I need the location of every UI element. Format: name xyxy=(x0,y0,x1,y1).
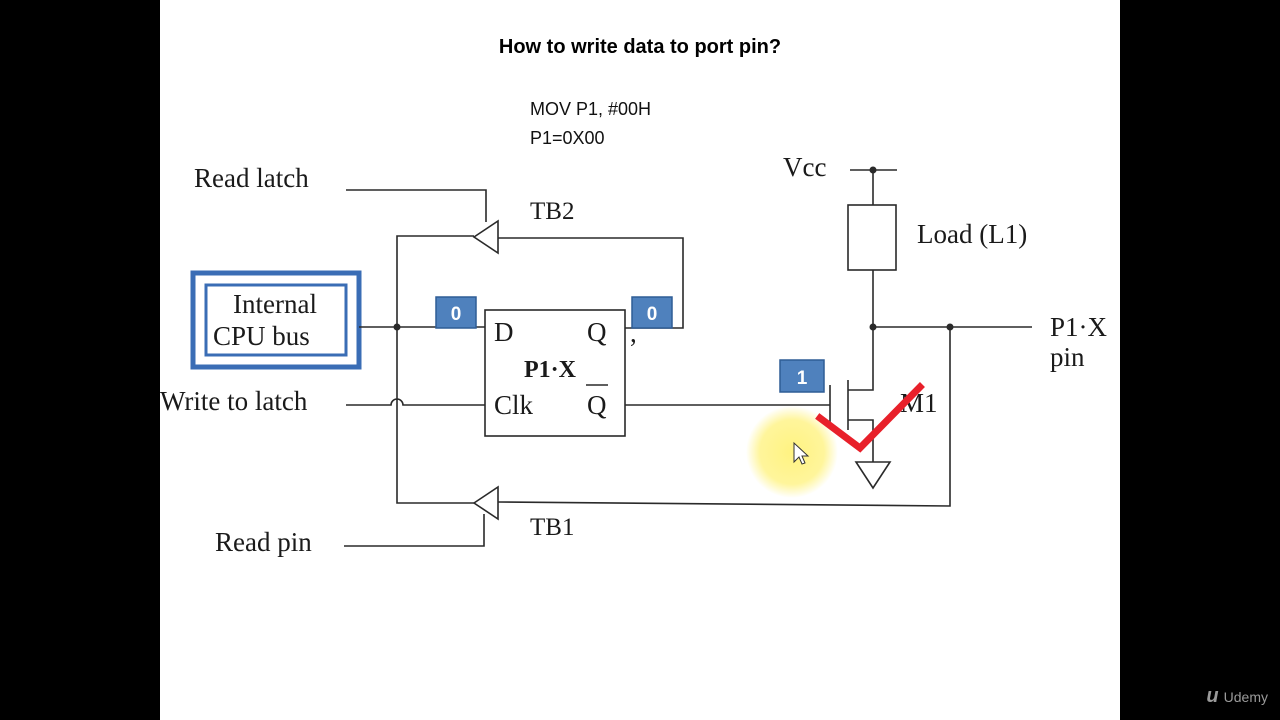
m1-source-lead xyxy=(848,419,874,462)
udemy-watermark: u Udemy xyxy=(1206,685,1268,708)
bus-junction-dot xyxy=(393,323,401,331)
internal-cpu-bus-box-outer xyxy=(190,270,362,370)
circuit-diagram: How to write data to port pin? MOV P1, #… xyxy=(160,36,1108,557)
pin-label-line2: pin xyxy=(1050,342,1085,372)
latch-name: P1·X xyxy=(524,357,577,383)
internal-cpu-bus-box-inner xyxy=(204,283,348,357)
tb1-label: TB1 xyxy=(530,514,574,541)
write-to-latch-wire xyxy=(346,398,485,406)
q-output-value: 0 xyxy=(647,304,658,325)
code-line-mov: MOV P1, #00H xyxy=(530,99,651,119)
qbar-value-badge xyxy=(779,359,825,393)
d-input-value-badge xyxy=(435,296,477,329)
mouse-pointer-icon xyxy=(793,441,810,465)
tb1-buffer xyxy=(472,485,499,521)
qbar-value: 1 xyxy=(797,368,808,389)
load-resistor xyxy=(847,204,897,271)
slide-title: How to write data to port pin? xyxy=(499,36,781,58)
checkmark-icon xyxy=(815,382,925,453)
latch-q-pin: Q xyxy=(587,317,607,347)
latch-qbar-pin: Q xyxy=(587,390,607,420)
q-tick-mark: , xyxy=(630,318,637,348)
pin-feedback-wire xyxy=(497,327,951,507)
vcc-label: Vcc xyxy=(783,152,826,182)
q-output-value-badge xyxy=(631,296,673,329)
tb2-label: TB2 xyxy=(530,198,574,225)
pin-label-line1: P1·X xyxy=(1050,312,1108,342)
load-label: Load (L1) xyxy=(917,219,1027,249)
read-latch-label: Read latch xyxy=(194,163,309,193)
d-input-value: 0 xyxy=(451,304,462,325)
p1x-latch-box xyxy=(484,309,626,437)
latch-clk-pin: Clk xyxy=(494,390,534,420)
m1-drain-lead xyxy=(848,375,874,391)
cursor-highlight xyxy=(746,406,838,498)
udemy-brand-text: Udemy xyxy=(1223,688,1268,705)
internal-cpu-bus-label-line1: Internal xyxy=(233,289,317,319)
internal-cpu-bus-label-line2: CPU bus xyxy=(213,321,310,351)
read-pin-wire xyxy=(344,514,485,547)
latch-d-pin: D xyxy=(494,317,514,347)
ground-symbol xyxy=(854,461,892,490)
tb2-buffer xyxy=(472,219,499,255)
read-latch-wire xyxy=(346,189,487,222)
udemy-logo-icon: u xyxy=(1206,685,1219,707)
slide-canvas: How to write data to port pin? MOV P1, #… xyxy=(160,0,1120,720)
read-pin-label: Read pin xyxy=(215,527,312,557)
write-to-latch-label: Write to latch xyxy=(160,386,308,416)
code-line-assign: P1=0X00 xyxy=(530,128,605,148)
internal-bus-vertical-wire xyxy=(396,235,474,504)
